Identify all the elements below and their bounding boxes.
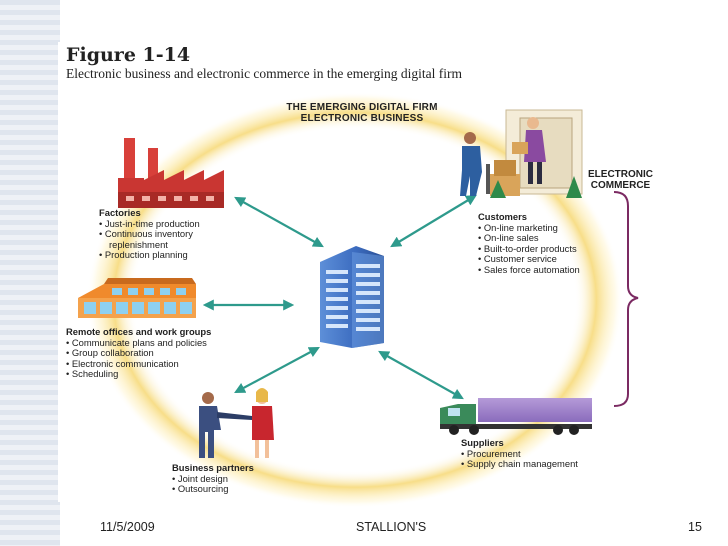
factories-item: • Production planning xyxy=(99,249,188,261)
remote-offices-group: Remote offices and work groups • Communi… xyxy=(66,326,212,380)
remote-item: • Communicate plans and policies xyxy=(66,336,207,348)
factories-group: Factories • Just-in-time production • Co… xyxy=(99,207,200,261)
suppliers-item: • Procurement xyxy=(461,447,521,459)
handshake-people-icon xyxy=(199,388,274,458)
partners-item: • Joint design xyxy=(172,472,228,484)
central-building-icon xyxy=(320,246,384,348)
suppliers-group: Suppliers • Procurement • Supply chain m… xyxy=(461,437,578,470)
customers-item: • On-line sales xyxy=(478,232,539,244)
factories-item: replenishment xyxy=(109,238,168,250)
connection-arrows xyxy=(202,194,477,400)
office-building-icon xyxy=(78,278,196,318)
header-line-1: THE EMERGING DIGITAL FIRM xyxy=(286,102,438,113)
partners-title: Business partners xyxy=(172,462,254,473)
partners-item: • Outsourcing xyxy=(172,483,229,495)
business-partners-group: Business partners • Joint design • Outso… xyxy=(172,462,254,495)
remote-title: Remote offices and work groups xyxy=(66,326,212,337)
ecommerce-bracket xyxy=(613,191,639,407)
delivery-truck-icon xyxy=(440,398,592,435)
footer-date: 11/5/2009 xyxy=(100,520,155,534)
delivery-scene-icon xyxy=(460,109,583,198)
customers-item: • Customer service xyxy=(478,253,557,265)
remote-item: • Scheduling xyxy=(66,368,119,380)
factories-title: Factories xyxy=(99,207,141,218)
arrow-customers xyxy=(390,194,477,248)
remote-item: • Group collaboration xyxy=(66,347,154,359)
ec-line-2: COMMERCE xyxy=(590,180,651,191)
factory-icon xyxy=(118,138,224,208)
diagram-header: THE EMERGING DIGITAL FIRM ELECTRONIC BUS… xyxy=(248,102,476,124)
arrow-factories xyxy=(234,196,324,248)
customers-title: Customers xyxy=(478,211,527,222)
background-stripes xyxy=(0,0,60,546)
factories-item: • Just-in-time production xyxy=(99,217,200,229)
figure-title: Figure 1-14 xyxy=(66,44,191,66)
figure-subtitle: Electronic business and electronic comme… xyxy=(66,66,462,81)
arrow-suppliers xyxy=(378,350,464,400)
electronic-commerce-label: ELECTRONIC COMMERCE xyxy=(588,169,653,191)
customers-item: • On-line marketing xyxy=(478,221,558,233)
header-line-2: ELECTRONIC BUSINESS xyxy=(300,113,424,124)
suppliers-title: Suppliers xyxy=(461,437,504,448)
customers-item: • Sales force automation xyxy=(478,263,580,275)
factories-item: • Continuous inventory xyxy=(99,228,193,240)
remote-item: • Electronic communication xyxy=(66,357,179,369)
customers-item: • Built-to-order products xyxy=(478,242,577,254)
arrow-partners xyxy=(234,346,320,394)
ec-line-1: ELECTRONIC xyxy=(588,169,653,180)
suppliers-item: • Supply chain management xyxy=(461,458,578,470)
footer-center: STALLION'S xyxy=(356,520,427,534)
page-number: 15 xyxy=(688,520,702,534)
customers-group: Customers • On-line marketing • On-line … xyxy=(478,211,580,276)
